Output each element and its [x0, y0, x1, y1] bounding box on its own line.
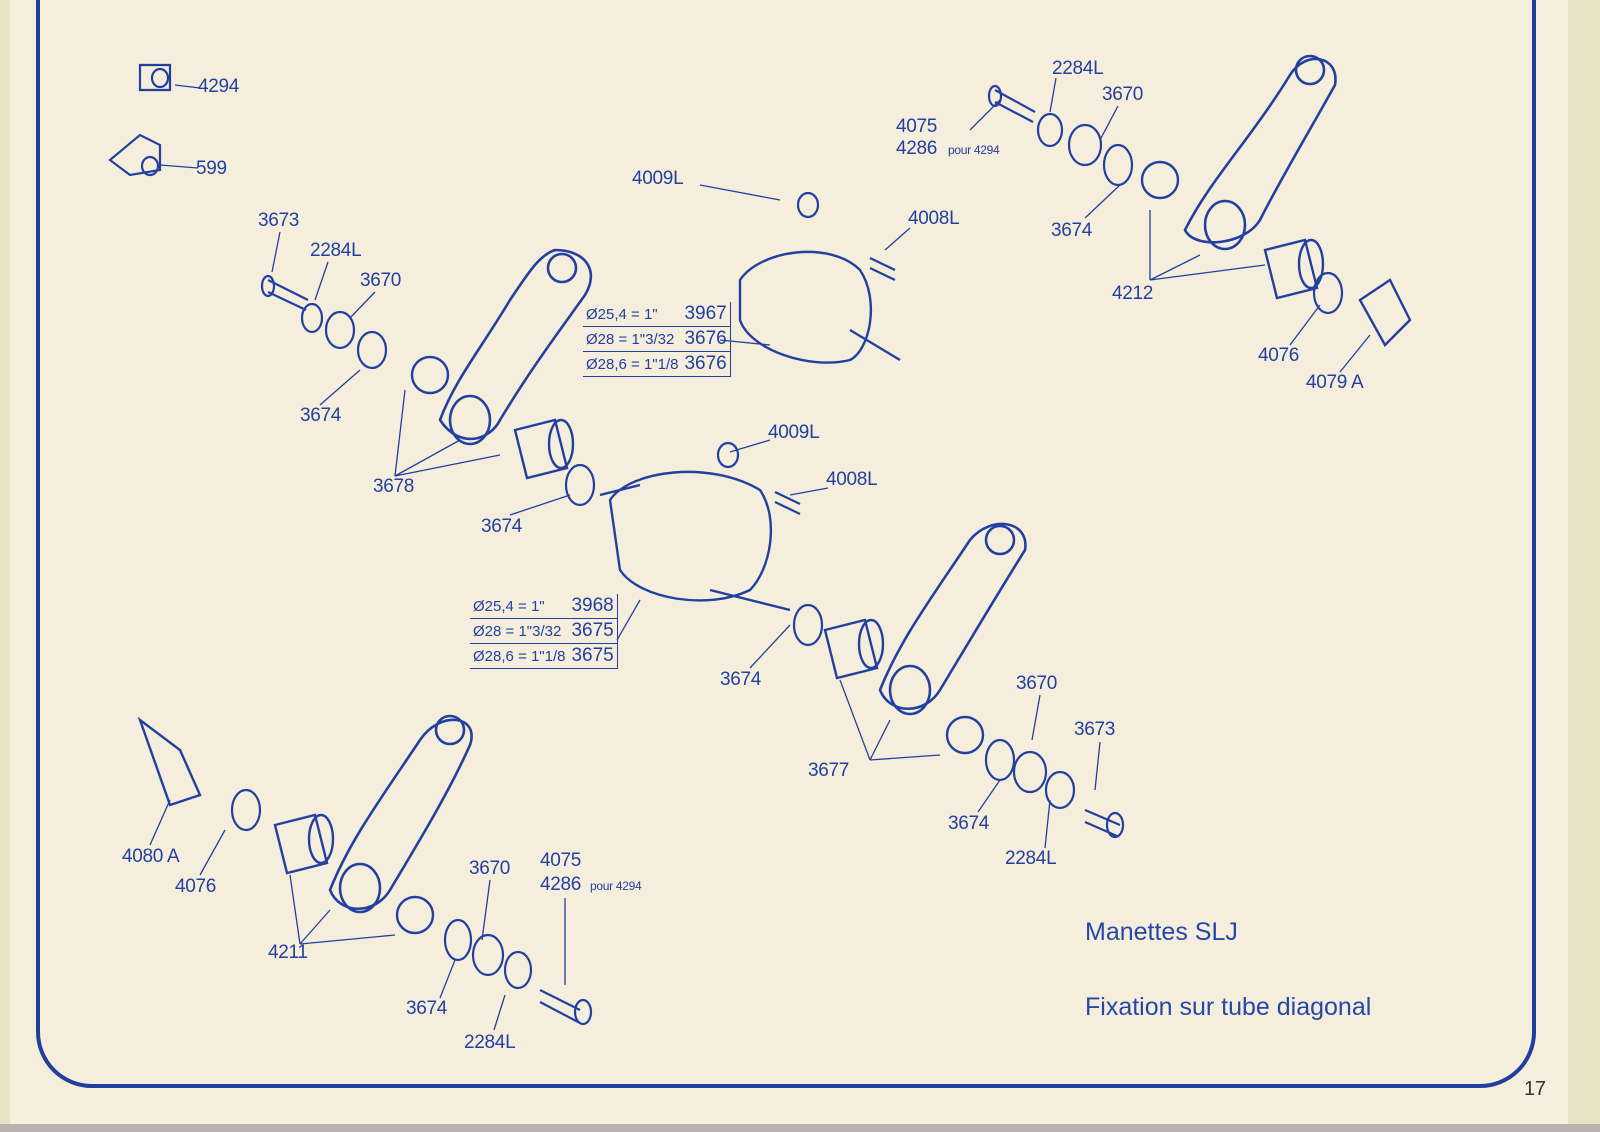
size-cell: Ø28 = 1"3/32	[583, 326, 682, 352]
size-cell: Ø25,4 = 1"	[470, 594, 569, 619]
part-label: 4294	[198, 76, 240, 97]
part-label: 3670	[1102, 84, 1144, 105]
code-cell: 3675	[568, 643, 618, 669]
code-cell: 3675	[568, 618, 618, 644]
viewer-bottom-bar	[0, 1124, 1600, 1132]
code-cell: 3967	[681, 302, 731, 327]
size-cell: Ø28 = 1"3/32	[470, 618, 569, 644]
part-label: 4076	[175, 876, 217, 897]
part-label: 4211	[268, 942, 308, 963]
part-label: 4212	[1112, 283, 1154, 304]
part-label: 4008L	[908, 208, 960, 229]
part-label: 3673	[258, 210, 300, 231]
part-label: 599	[196, 158, 227, 179]
part-label: 4075	[896, 116, 938, 137]
code-cell: 3968	[568, 594, 618, 619]
leader-lines	[149, 77, 1371, 1031]
part-label: 2284L	[1005, 848, 1057, 869]
part-label: 3677	[808, 760, 850, 781]
exploded-parts-drawing	[108, 54, 1412, 1031]
part-label: 4008L	[826, 469, 878, 490]
part-label: 2284L	[464, 1032, 516, 1053]
code-cell: 3676	[681, 351, 731, 377]
part-label: 4075	[540, 850, 582, 871]
part-note: pour 4294	[590, 879, 642, 893]
part-label: 3673	[1074, 719, 1116, 740]
page-frame	[36, 0, 1536, 1088]
part-label: 2284L	[310, 240, 362, 261]
part-label: 3678	[373, 476, 415, 497]
part-label: 4079 A	[1306, 372, 1364, 393]
table-row: Ø25,4 = 1"3968	[470, 594, 618, 619]
part-label: 3674	[406, 998, 448, 1019]
size-cell: Ø25,4 = 1"	[583, 302, 682, 327]
code-cell: 3676	[681, 326, 731, 352]
part-label: 3674	[1051, 220, 1093, 241]
document-page: 4294 599 3673 2284L 3670 3674 3678 3674 …	[10, 0, 1568, 1124]
screws	[108, 63, 1125, 1026]
size-cell: Ø28,6 = 1"1/8	[470, 643, 569, 669]
page-number: 17	[1524, 1078, 1546, 1100]
part-label: 4080 A	[122, 846, 180, 867]
diagram-subtitle: Fixation sur tube diagonal	[1085, 993, 1372, 1021]
part-label: 4286	[540, 874, 582, 895]
part-label: 2284L	[1052, 58, 1104, 79]
bushings-and-clamps	[137, 160, 1412, 935]
part-label: 4286	[896, 138, 938, 159]
levers	[328, 54, 1337, 914]
part-label: 3670	[360, 270, 402, 291]
table-row: Ø25,4 = 1"3967	[583, 302, 731, 327]
part-label: 4009L	[768, 422, 820, 443]
diagram-title: Manettes SLJ	[1085, 918, 1238, 946]
part-label: 3674	[948, 813, 990, 834]
part-label: 3674	[481, 516, 523, 537]
part-label: 3670	[469, 858, 511, 879]
part-label: 3674	[300, 405, 342, 426]
part-label: 3674	[720, 669, 762, 690]
size-cell: Ø28,6 = 1"1/8	[583, 351, 682, 377]
part-label: 3670	[1016, 673, 1058, 694]
part-note: pour 4294	[948, 143, 1000, 157]
part-label: 4076	[1258, 345, 1300, 366]
washers	[230, 112, 1344, 990]
part-label: 4009L	[632, 168, 684, 189]
